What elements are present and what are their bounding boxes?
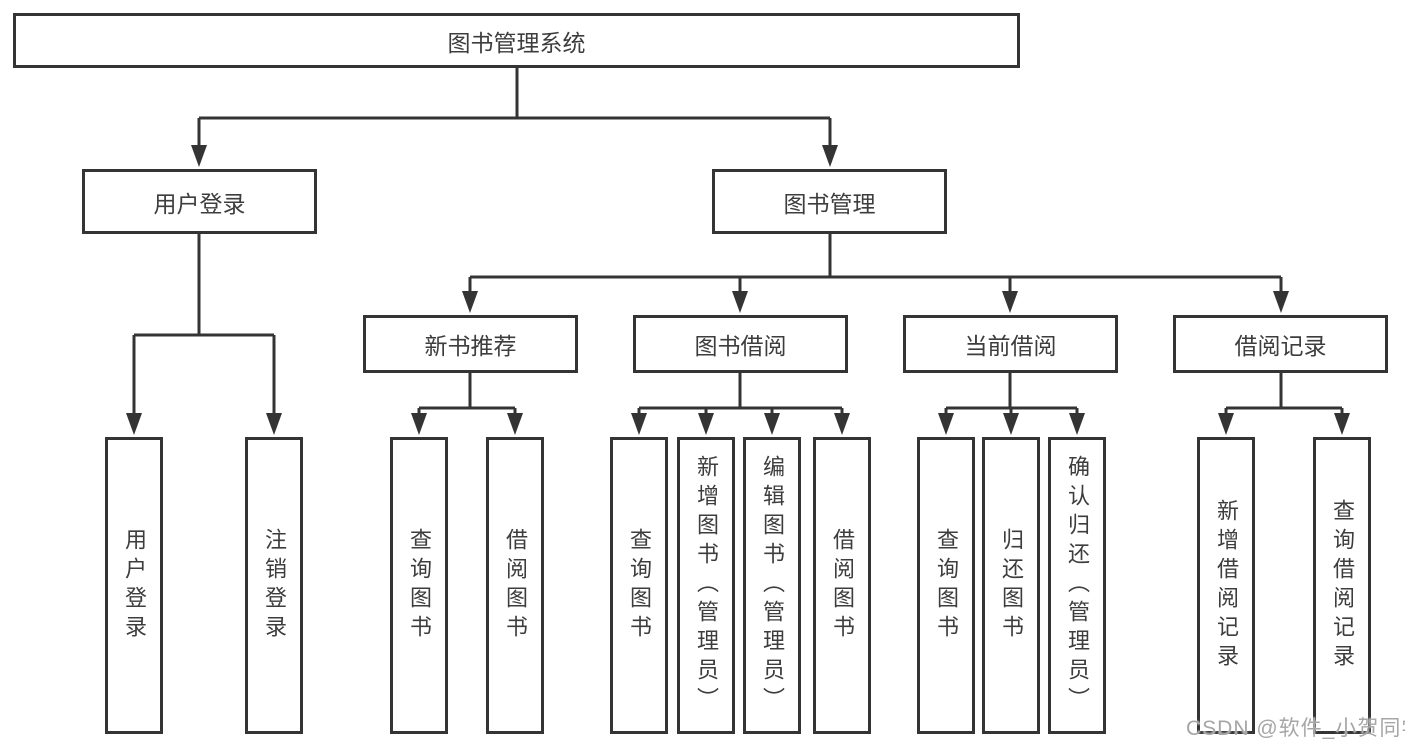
leaf-borrow-books-recommend: 借阅图书 bbox=[486, 437, 544, 734]
node-label: 确认归还（管理员） bbox=[1065, 455, 1090, 716]
node-label: 查询图书 bbox=[627, 527, 652, 644]
node-label: 编辑图书（管理员） bbox=[760, 455, 785, 716]
node-book-management: 图书管理 bbox=[712, 169, 947, 234]
node-label: 用户登录 bbox=[122, 527, 147, 644]
leaf-add-book-admin: 新增图书（管理员） bbox=[677, 437, 735, 734]
leaf-query-books-borrow: 查询图书 bbox=[610, 437, 668, 734]
node-label: 注销登录 bbox=[262, 527, 287, 644]
node-label: 借阅记录 bbox=[1234, 333, 1327, 359]
node-label: 查询图书 bbox=[407, 527, 432, 644]
leaf-borrow-books: 借阅图书 bbox=[813, 437, 871, 734]
leaf-add-borrow-record: 新增借阅记录 bbox=[1197, 437, 1255, 734]
node-label: 图书管理 bbox=[783, 190, 876, 217]
node-label: 图书借阅 bbox=[694, 333, 787, 359]
leaf-user-login: 用户登录 bbox=[105, 437, 163, 734]
node-label: 当前借阅 bbox=[964, 333, 1057, 359]
node-borrow-records: 借阅记录 bbox=[1173, 315, 1388, 373]
node-label: 归还图书 bbox=[999, 527, 1024, 644]
node-label: 查询借阅记录 bbox=[1330, 498, 1355, 673]
node-label: 借阅图书 bbox=[503, 527, 528, 644]
leaf-query-books-current: 查询图书 bbox=[917, 437, 975, 734]
node-book-borrow: 图书借阅 bbox=[633, 315, 848, 373]
node-label: 新增借阅记录 bbox=[1214, 498, 1239, 673]
leaf-query-borrow-record: 查询借阅记录 bbox=[1313, 437, 1371, 734]
leaf-confirm-return-admin: 确认归还（管理员） bbox=[1048, 437, 1106, 734]
node-label: 新增图书（管理员） bbox=[694, 455, 719, 716]
leaf-return-book: 归还图书 bbox=[982, 437, 1040, 734]
leaf-logout: 注销登录 bbox=[245, 437, 303, 734]
node-label: 新书推荐 bbox=[424, 333, 517, 359]
leaf-query-books-recommend: 查询图书 bbox=[390, 437, 448, 734]
node-user-login: 用户登录 bbox=[82, 169, 317, 234]
leaf-edit-book-admin: 编辑图书（管理员） bbox=[743, 437, 801, 734]
watermark: CSDN @软件_小贺同学 bbox=[1186, 717, 1405, 740]
node-root: 图书管理系统 bbox=[13, 13, 1020, 68]
node-label: 查询图书 bbox=[934, 527, 959, 644]
node-new-book-recommend: 新书推荐 bbox=[363, 315, 578, 373]
node-current-borrow: 当前借阅 bbox=[903, 315, 1118, 373]
node-label: 用户登录 bbox=[153, 190, 246, 217]
node-label: 图书管理系统 bbox=[447, 29, 586, 56]
node-label: 借阅图书 bbox=[830, 527, 855, 644]
